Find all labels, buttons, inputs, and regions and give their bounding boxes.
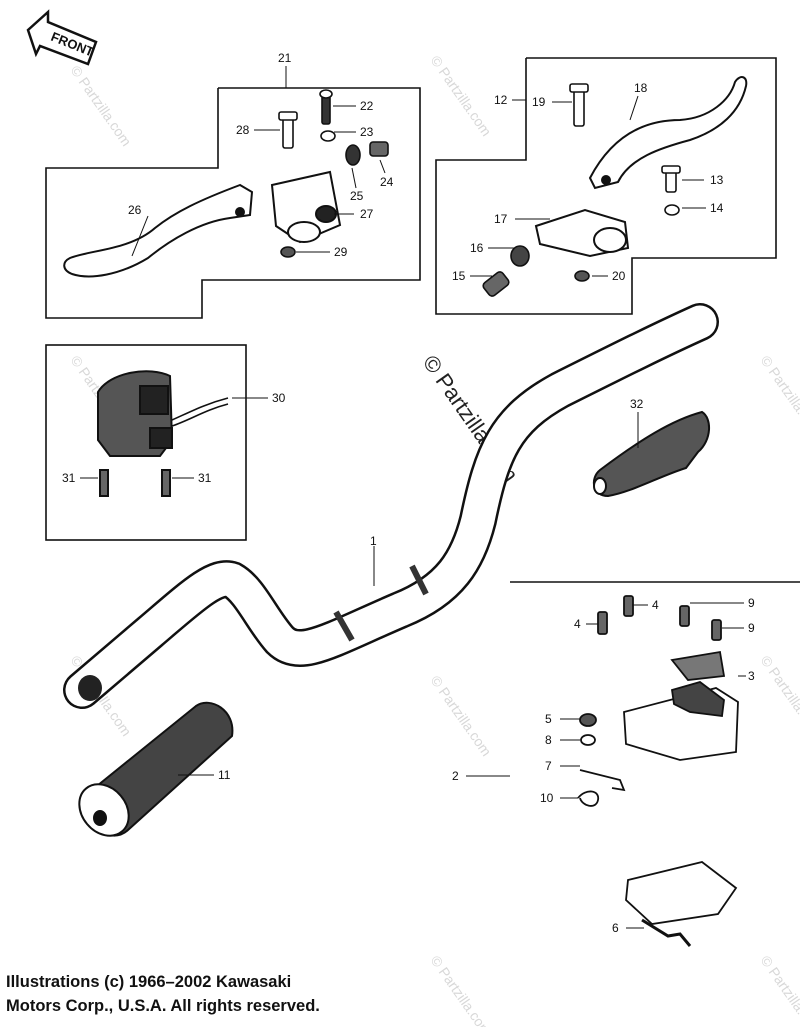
switch-box — [45, 344, 247, 541]
part-label: 31 — [62, 471, 76, 485]
watermark: © Partzilla.com — [758, 353, 800, 439]
part-label: 27 — [360, 207, 374, 221]
part-label: 9 — [748, 621, 755, 635]
copyright-notice: Illustrations (c) 1966–2002 Kawasaki Mot… — [6, 970, 320, 1018]
copyright-line-2: Motors Corp., U.S.A. All rights reserved… — [6, 997, 320, 1015]
right-lever-holder — [534, 208, 630, 258]
left-lever-box — [45, 87, 421, 319]
watermark: © Partzilla.com — [758, 953, 800, 1027]
part-label: 9 — [748, 596, 755, 610]
part-label: 26 — [128, 203, 142, 217]
watermark: © Partzilla.com — [758, 653, 800, 739]
part-label: 14 — [710, 201, 724, 215]
part-label: 7 — [545, 759, 552, 773]
part-label: 11 — [218, 768, 231, 782]
copyright-line-1: Illustrations (c) 1966–2002 Kawasaki — [6, 973, 292, 991]
part-label: 12 — [494, 93, 508, 107]
part-label: 25 — [350, 189, 364, 203]
handlebar-grip — [78, 701, 234, 837]
part-labels: 1 2 3 4 4 5 6 7 8 9 9 10 11 12 13 14 15 … — [62, 51, 755, 935]
right-box-small-parts — [482, 83, 681, 297]
part-label: 3 — [748, 669, 755, 683]
part-label: 30 — [272, 391, 286, 405]
part-label: 13 — [710, 173, 724, 187]
part-label: 23 — [360, 125, 374, 139]
part-label: 22 — [360, 99, 374, 113]
part-label: 2 — [452, 769, 459, 783]
part-label: 4 — [574, 617, 581, 631]
part-label: 19 — [532, 95, 546, 109]
part-label: 21 — [278, 51, 292, 65]
part-label: 6 — [612, 921, 619, 935]
part-label: 20 — [612, 269, 626, 283]
part-label: 16 — [470, 241, 484, 255]
part-label: 29 — [334, 245, 348, 259]
part-label: 8 — [545, 733, 552, 747]
watermark: © Partzilla.com — [428, 953, 495, 1027]
watermark: © Partzilla.com — [428, 53, 495, 139]
left-lever-holder — [270, 170, 342, 244]
part-label: 18 — [634, 81, 648, 95]
part-label: 28 — [236, 123, 250, 137]
right-lever-box — [435, 57, 777, 315]
left-box-small-parts — [278, 89, 389, 258]
part-label: 15 — [452, 269, 466, 283]
leader-lines — [80, 66, 746, 929]
handlebar — [63, 303, 719, 709]
part-label: 24 — [380, 175, 394, 189]
lever-cover — [592, 410, 710, 498]
watermark: © Partzilla.com — [68, 63, 135, 149]
watermark: © Partzilla.com — [428, 673, 495, 759]
part-label: 10 — [540, 791, 554, 805]
front-arrow: FRONT — [26, 9, 98, 66]
part-label: 31 — [198, 471, 212, 485]
front-brake-lever — [588, 76, 748, 190]
lower-assembly-parts — [577, 595, 739, 947]
part-label: 1 — [370, 534, 377, 548]
part-label: 5 — [545, 712, 552, 726]
part-label: 32 — [630, 397, 644, 411]
clutch-lever — [63, 183, 254, 278]
switch-housing — [97, 370, 229, 497]
part-label: 4 — [652, 598, 659, 612]
part-label: 17 — [494, 212, 508, 226]
